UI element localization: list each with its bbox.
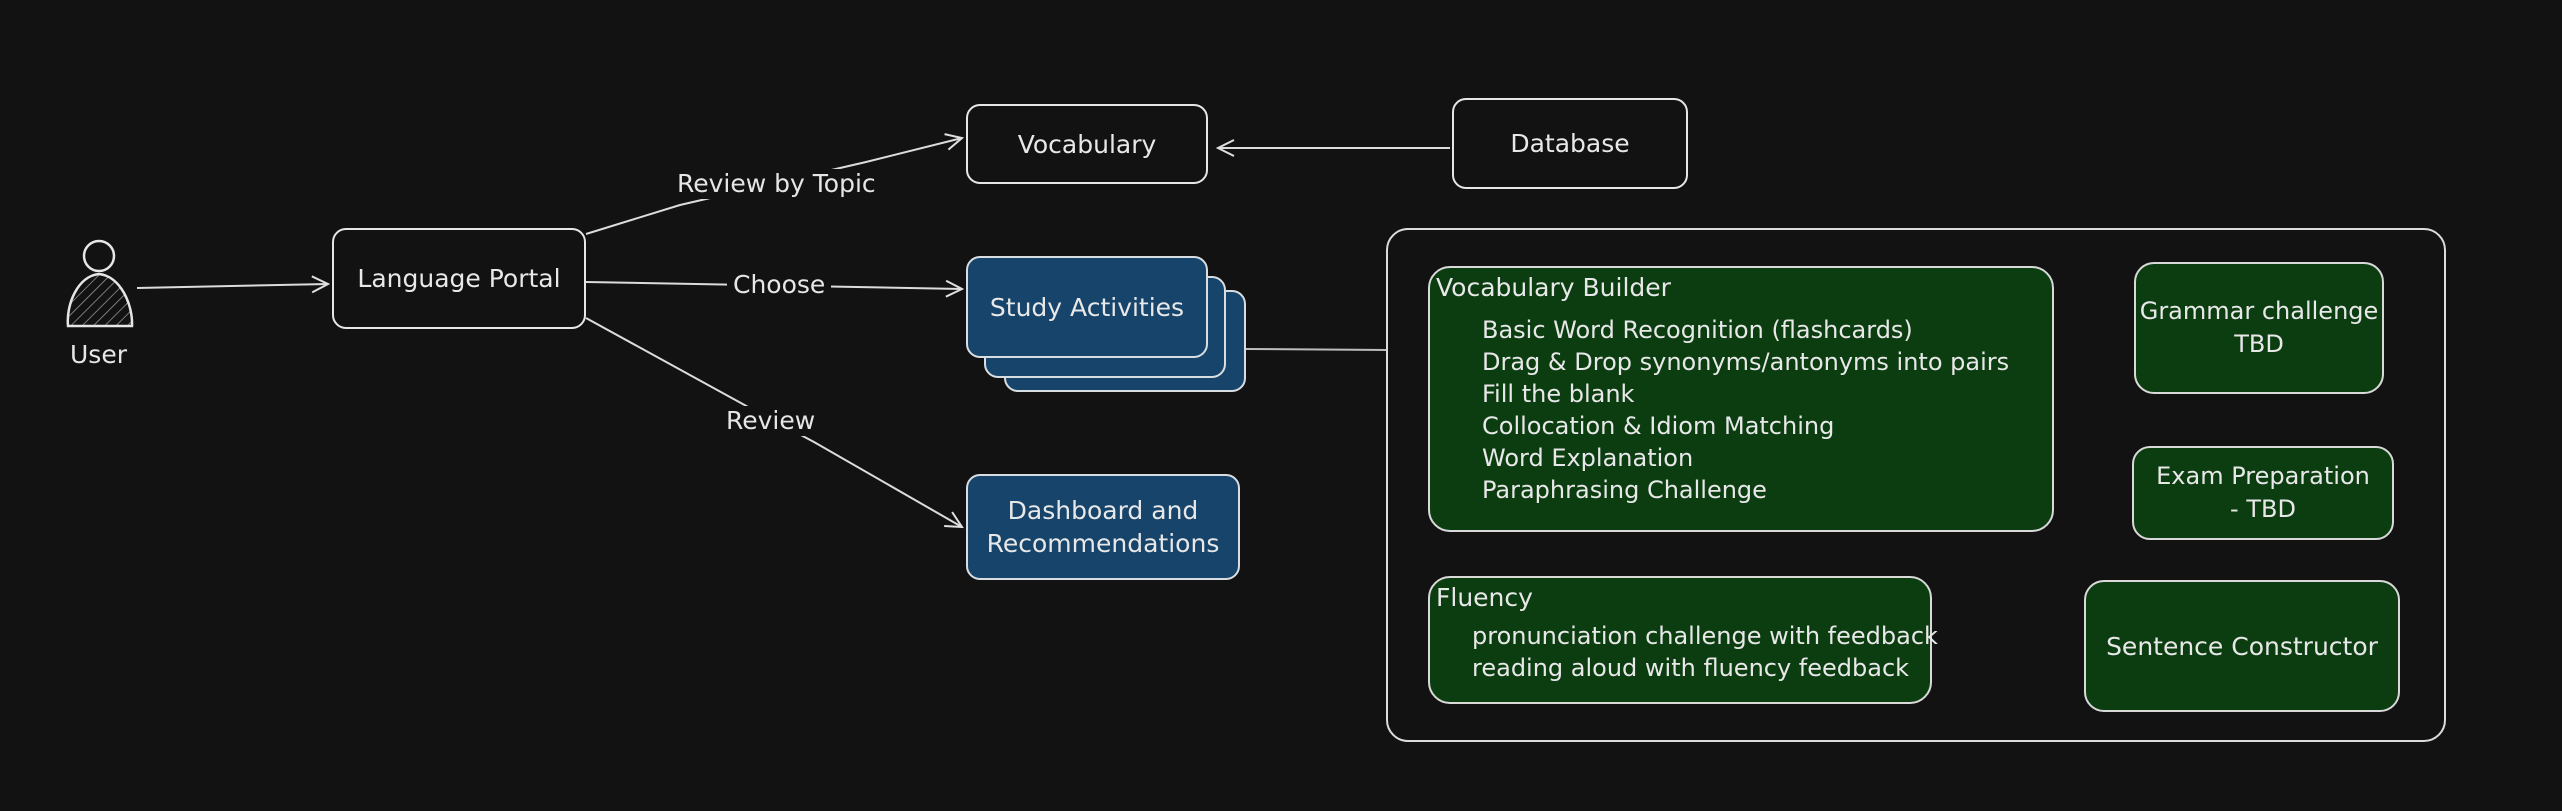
- sentence-constructor-label: Sentence Constructor: [2106, 631, 2378, 661]
- dashboard-label: Dashboard and Recommendations: [986, 496, 1220, 558]
- edge-user-portal: [136, 284, 328, 288]
- grammar-challenge-label: Grammar challenge TBD: [2139, 297, 2379, 358]
- vocabulary-builder-title: Vocabulary Builder: [1436, 273, 1671, 302]
- list-item[interactable]: Paraphrasing Challenge: [1482, 476, 1767, 504]
- fluency-panel[interactable]: Fluency pronunciation challenge with fee…: [1428, 576, 1938, 704]
- user-label: User: [70, 340, 127, 369]
- language-portal-node[interactable]: Language Portal: [332, 228, 586, 329]
- edge-study-group: [1245, 348, 1389, 351]
- fluency-list: pronunciation challenge with feedback re…: [1472, 620, 1938, 684]
- dashboard-node[interactable]: Dashboard and Recommendations: [966, 474, 1240, 580]
- list-item[interactable]: Fill the blank: [1482, 380, 1635, 408]
- list-item[interactable]: Collocation & Idiom Matching: [1482, 412, 1835, 440]
- edge-label-review: Review: [720, 406, 822, 436]
- grammar-challenge-node[interactable]: Grammar challenge TBD: [2134, 262, 2384, 394]
- vocabulary-builder-panel[interactable]: Vocabulary Builder Basic Word Recognitio…: [1428, 266, 2054, 532]
- vocabulary-label: Vocabulary: [1017, 129, 1157, 159]
- study-activities-label: Study Activities: [989, 292, 1185, 322]
- fluency-title: Fluency: [1436, 583, 1533, 612]
- language-portal-label: Language Portal: [357, 264, 561, 293]
- edge-label-choose: Choose: [727, 270, 832, 300]
- exam-preparation-node[interactable]: Exam Preparation - TBD: [2132, 446, 2394, 540]
- database-node[interactable]: Database: [1452, 98, 1688, 189]
- vocabulary-node[interactable]: Vocabulary: [966, 104, 1208, 184]
- exam-preparation-label: Exam Preparation - TBD: [2156, 462, 2370, 523]
- activities-group: [1386, 228, 2446, 742]
- edge-label-review-by-topic: Review by Topic: [671, 169, 882, 199]
- user-icon: [66, 239, 134, 328]
- list-item[interactable]: reading aloud with fluency feedback: [1472, 654, 1910, 682]
- list-item[interactable]: pronunciation challenge with feedback: [1472, 622, 1938, 650]
- list-item[interactable]: Drag & Drop synonyms/antonyms into pairs: [1482, 348, 2010, 376]
- list-item[interactable]: Basic Word Recognition (flashcards): [1482, 316, 1913, 344]
- list-item[interactable]: Word Explanation: [1482, 444, 1694, 472]
- database-label: Database: [1510, 129, 1630, 158]
- vocabulary-builder-list: Basic Word Recognition (flashcards) Drag…: [1482, 314, 2009, 506]
- sentence-constructor-node[interactable]: Sentence Constructor: [2084, 580, 2400, 712]
- study-activities-node[interactable]: Study Activities: [966, 256, 1208, 358]
